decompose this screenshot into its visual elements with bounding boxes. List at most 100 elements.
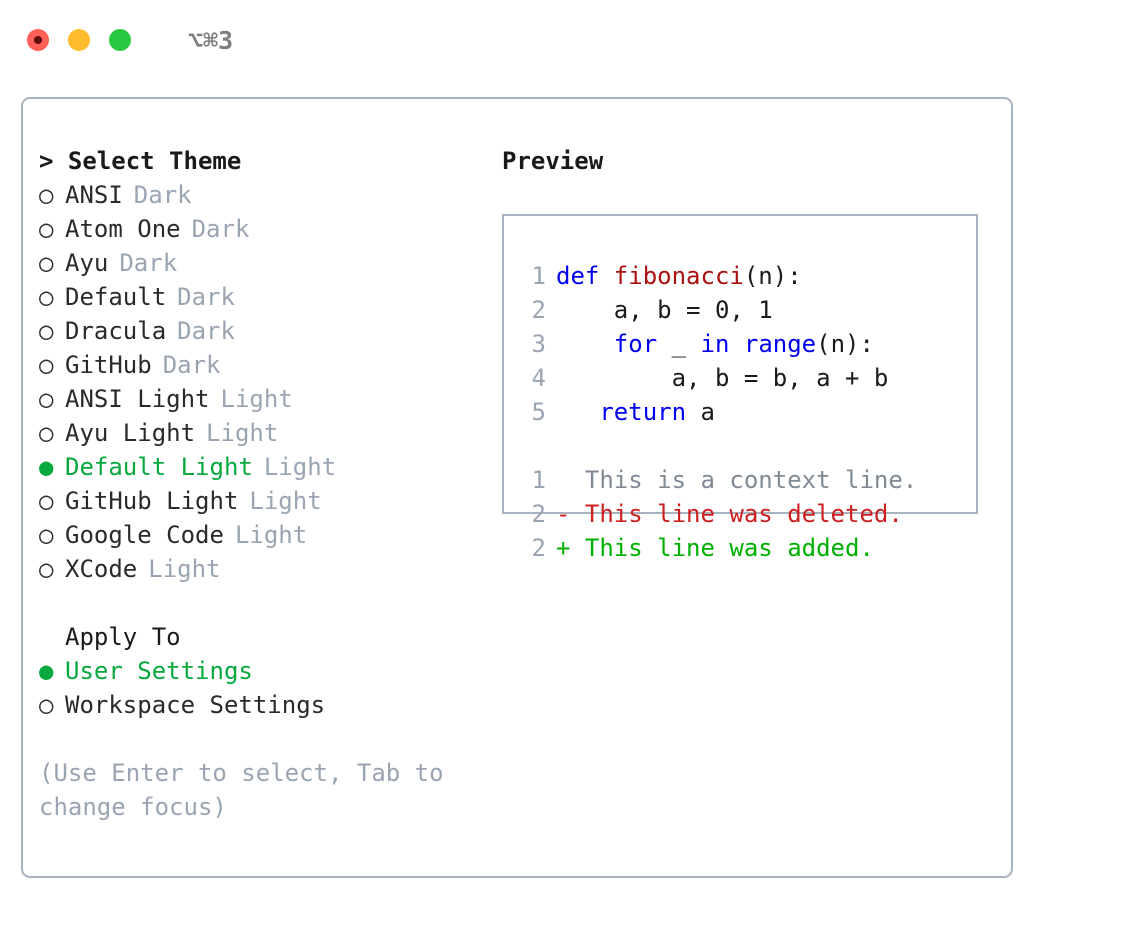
theme-option-default[interactable]: ○ Default Dark <box>39 280 489 314</box>
close-button[interactable] <box>27 29 49 51</box>
theme-option-kind: Light <box>249 487 322 515</box>
theme-option-kind: Dark <box>177 317 235 345</box>
apply-option-workspace-settings[interactable]: ○ Workspace Settings <box>39 688 489 722</box>
theme-option-kind: Light <box>234 521 308 549</box>
theme-option-label: ANSI Light <box>65 385 210 413</box>
preview-heading: Preview <box>502 147 604 175</box>
radio-unselected-icon: ○ <box>39 215 54 243</box>
apply-to-heading: Apply To <box>65 623 181 651</box>
maximize-button[interactable] <box>109 29 131 51</box>
line-number: 5 <box>531 398 546 426</box>
theme-option-label: Ayu Light <box>65 419 196 447</box>
title-bar: ⌥⌘3 <box>0 0 1140 80</box>
theme-option-kind: Light <box>220 385 293 413</box>
radio-unselected-icon: ○ <box>39 555 54 583</box>
code-token: return <box>599 398 687 426</box>
radio-unselected-icon: ○ <box>39 317 54 345</box>
theme-option-xcode[interactable]: ○ XCode Light <box>39 552 489 586</box>
code-token: in <box>700 330 730 358</box>
code-line: 3 for _ in range(n): <box>520 327 970 361</box>
theme-option-label: Dracula <box>65 317 167 345</box>
apply-option-user-settings[interactable]: ● User Settings <box>39 654 489 688</box>
code-token <box>556 398 599 426</box>
diff-marker <box>556 466 570 494</box>
radio-selected-icon: ● <box>39 657 54 685</box>
code-token <box>556 330 614 358</box>
diff-line: 2+ This line was added. <box>520 531 970 565</box>
code-token: _ <box>657 330 701 358</box>
theme-option-label: Default <box>65 283 167 311</box>
code-line: 2 a, b = 0, 1 <box>520 293 970 327</box>
theme-option-label: Default Light <box>65 453 253 481</box>
diff-text: This line was deleted. <box>570 500 903 528</box>
code-line: 1 def fibonacci(n): <box>520 259 970 293</box>
window-controls <box>27 29 131 51</box>
radio-unselected-icon: ○ <box>39 521 54 549</box>
diff-text: This line was added. <box>570 534 874 562</box>
theme-option-label: XCode <box>65 555 138 583</box>
theme-option-kind: Dark <box>119 249 178 277</box>
theme-option-kind: Light <box>148 555 221 583</box>
line-number: 2 <box>531 534 546 562</box>
radio-unselected-icon: ○ <box>39 351 54 379</box>
radio-unselected-icon: ○ <box>39 419 54 447</box>
theme-option-kind: Dark <box>162 351 221 379</box>
theme-option-label: ANSI <box>65 181 123 209</box>
apply-to-list: ● User Settings ○ Workspace Settings <box>39 654 489 722</box>
theme-option-kind: Dark <box>133 181 192 209</box>
code-token: a <box>686 398 715 426</box>
theme-option-github-light[interactable]: ○ GitHub Light Light <box>39 484 489 518</box>
apply-option-label: User Settings <box>65 657 253 685</box>
line-number: 2 <box>531 500 546 528</box>
code-token: def <box>556 262 614 290</box>
section-spacer <box>39 586 489 620</box>
radio-unselected-icon: ○ <box>39 283 54 311</box>
select-theme-heading: > Select Theme <box>39 147 242 175</box>
line-number: 1 <box>531 466 546 494</box>
theme-option-ayu-light[interactable]: ○ Ayu Light Light <box>39 416 489 450</box>
code-token: (n): <box>816 330 874 358</box>
diff-line: 2- This line was deleted. <box>520 497 970 531</box>
radio-unselected-icon: ○ <box>39 691 54 719</box>
theme-option-label: Atom One <box>65 215 181 243</box>
theme-option-kind: Dark <box>177 283 235 311</box>
theme-option-dracula[interactable]: ○ Dracula Dark <box>39 314 489 348</box>
code-token: a, b = b, a + b <box>556 364 889 392</box>
radio-unselected-icon: ○ <box>39 487 54 515</box>
theme-option-kind: Light <box>206 419 279 447</box>
theme-option-label: GitHub Light <box>65 487 239 515</box>
diff-marker: - <box>556 500 571 528</box>
code-line: 4 a, b = b, a + b <box>520 361 970 395</box>
apply-option-label: Workspace Settings <box>65 691 326 719</box>
code-token: for <box>613 330 658 358</box>
keyboard-hint-text: (Use Enter to select, Tab to change focu… <box>39 759 444 821</box>
diff-sample: 1 This is a context line.2- This line wa… <box>520 463 970 565</box>
radio-unselected-icon: ○ <box>39 249 54 277</box>
code-token: (n): <box>743 262 802 290</box>
code-line: 5 return a <box>520 395 970 429</box>
code-diff-spacer <box>520 429 970 463</box>
line-number: 4 <box>531 364 546 392</box>
line-number: 2 <box>531 296 546 324</box>
line-number: 3 <box>531 330 546 358</box>
line-number: 1 <box>531 262 546 290</box>
code-token: fibonacci <box>613 262 744 290</box>
radio-selected-icon: ● <box>39 453 54 481</box>
minimize-button[interactable] <box>68 29 90 51</box>
